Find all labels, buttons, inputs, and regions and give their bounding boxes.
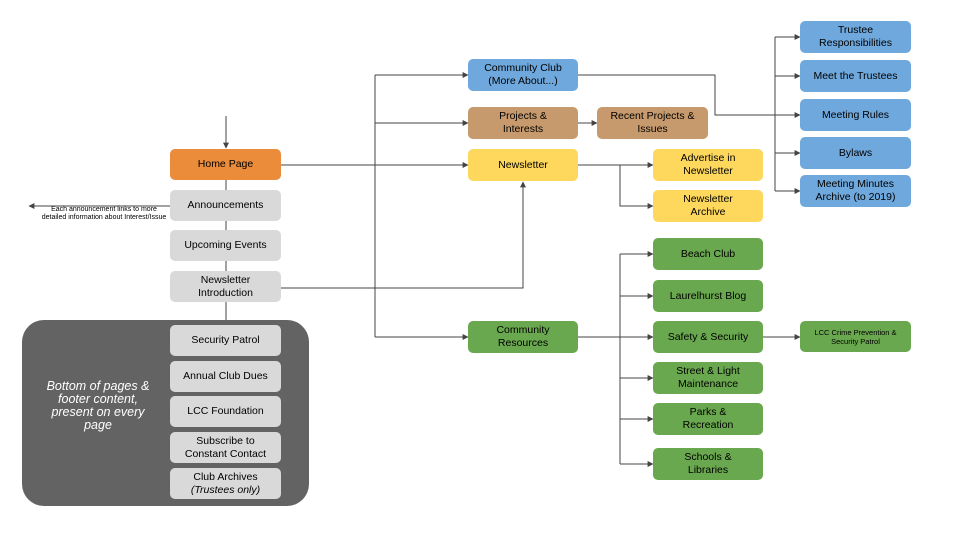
announcement-note-line: more detailed information bbox=[41, 206, 157, 221]
meet-trustees-node[interactable]: Meet the Trustees bbox=[800, 60, 911, 92]
security-patrol-node[interactable]: Security Patrol bbox=[170, 325, 281, 356]
node-label: Parks & bbox=[689, 406, 727, 418]
announcement-note-line: about Interest/Issue bbox=[104, 214, 167, 221]
recent-projects-node[interactable]: Recent Projects &Issues bbox=[597, 107, 708, 139]
node-label: Safety & Security bbox=[667, 330, 749, 343]
node-label: Bylaws bbox=[838, 146, 873, 159]
crime-prevention-node[interactable]: LCC Crime Prevention &Security Patrol bbox=[800, 321, 911, 352]
upcoming-events-node[interactable]: Upcoming Events bbox=[170, 230, 281, 261]
intro-to-newsletter bbox=[281, 181, 526, 289]
footer-note-line: footer content, bbox=[58, 392, 138, 406]
node-label: Advertise in bbox=[680, 152, 736, 164]
meeting-rules-node[interactable]: Meeting Rules bbox=[800, 99, 911, 131]
node-label: Security Patrol bbox=[191, 334, 260, 346]
parks-recreation-node[interactable]: Parks &Recreation bbox=[653, 403, 763, 435]
lcc-foundation-node[interactable]: LCC Foundation bbox=[170, 396, 281, 427]
node-label: (Trustees only) bbox=[190, 483, 261, 496]
node-label: Club Archives bbox=[193, 470, 258, 483]
node-label: LCC Crime Prevention & bbox=[814, 327, 897, 337]
node-label: (More About...) bbox=[488, 75, 558, 87]
node-label: Responsibilities bbox=[819, 37, 892, 49]
node-label: Beach Club bbox=[680, 247, 736, 260]
node-label: Street & Light bbox=[676, 365, 740, 377]
club-archives-node[interactable]: Club Archives(Trustees only) bbox=[170, 468, 281, 499]
node-label: Archive bbox=[690, 206, 726, 218]
node-label: Meet the Trustees bbox=[813, 69, 898, 82]
footer-note-line: present on every bbox=[51, 405, 145, 419]
annual-club-dues-node[interactable]: Annual Club Dues bbox=[170, 361, 281, 392]
projects-interests-node[interactable]: Projects &Interests bbox=[468, 107, 578, 139]
node-label: Upcoming Events bbox=[184, 239, 267, 251]
node-label: Subscribe to bbox=[196, 434, 255, 447]
node-label: Constant Contact bbox=[184, 447, 267, 460]
node-label: Newsletter bbox=[200, 273, 251, 286]
node-label: Maintenance bbox=[677, 378, 739, 390]
node-label: Archive (to 2019) bbox=[815, 191, 896, 203]
node-label: Newsletter bbox=[498, 158, 548, 171]
safety-security-node[interactable]: Safety & Security bbox=[653, 321, 763, 353]
announcements-node[interactable]: Announcements bbox=[170, 190, 281, 221]
home-page-node[interactable]: Home Page bbox=[170, 149, 281, 180]
node-label: Resources bbox=[497, 337, 549, 349]
footer-note: Bottom of pages & footer content, presen… bbox=[38, 380, 158, 432]
node-label: Annual Club Dues bbox=[183, 370, 268, 382]
node-label: Recreation bbox=[682, 419, 734, 431]
bylaws-node[interactable]: Bylaws bbox=[800, 137, 911, 169]
schools-libraries-node[interactable]: Schools &Libraries bbox=[653, 448, 763, 480]
node-label: Trustee bbox=[837, 24, 874, 36]
node-label: Announcements bbox=[187, 199, 264, 211]
newsletter-node[interactable]: Newsletter bbox=[468, 149, 578, 181]
node-label: Home Page bbox=[197, 158, 254, 170]
newsletter-branch-down bbox=[619, 165, 654, 209]
club-to-trustees bbox=[578, 74, 775, 116]
node-label: Libraries bbox=[687, 464, 729, 476]
node-label: Newsletter bbox=[683, 165, 733, 177]
node-label: Issues bbox=[637, 123, 668, 135]
node-label: Meeting Minutes bbox=[816, 178, 895, 190]
node-label: LCC Foundation bbox=[187, 405, 264, 417]
footer-note-line: page bbox=[84, 418, 112, 432]
community-club-node[interactable]: Community Club(More About...) bbox=[468, 59, 578, 91]
node-label: Security Patrol bbox=[831, 336, 880, 346]
node-label: Schools & bbox=[684, 451, 732, 463]
laurelhurst-blog-node[interactable]: Laurelhurst Blog bbox=[653, 280, 763, 312]
announcement-note-line: Each announcement links to bbox=[51, 206, 140, 213]
node-label: Interests bbox=[502, 123, 544, 135]
announcement-note: Each announcement links to more detailed… bbox=[38, 206, 170, 222]
node-label: Recent Projects & bbox=[610, 110, 695, 122]
node-label: Community Club bbox=[484, 62, 562, 74]
node-label: Laurelhurst Blog bbox=[669, 289, 747, 302]
node-label: Newsletter bbox=[683, 193, 733, 205]
node-label: Projects & bbox=[499, 110, 547, 122]
node-label: Introduction bbox=[198, 286, 253, 299]
node-label: Meeting Rules bbox=[821, 108, 890, 121]
footer-note-line: Bottom of pages & bbox=[46, 379, 150, 393]
beach-club-node[interactable]: Beach Club bbox=[653, 238, 763, 270]
node-label: Community bbox=[496, 324, 550, 336]
